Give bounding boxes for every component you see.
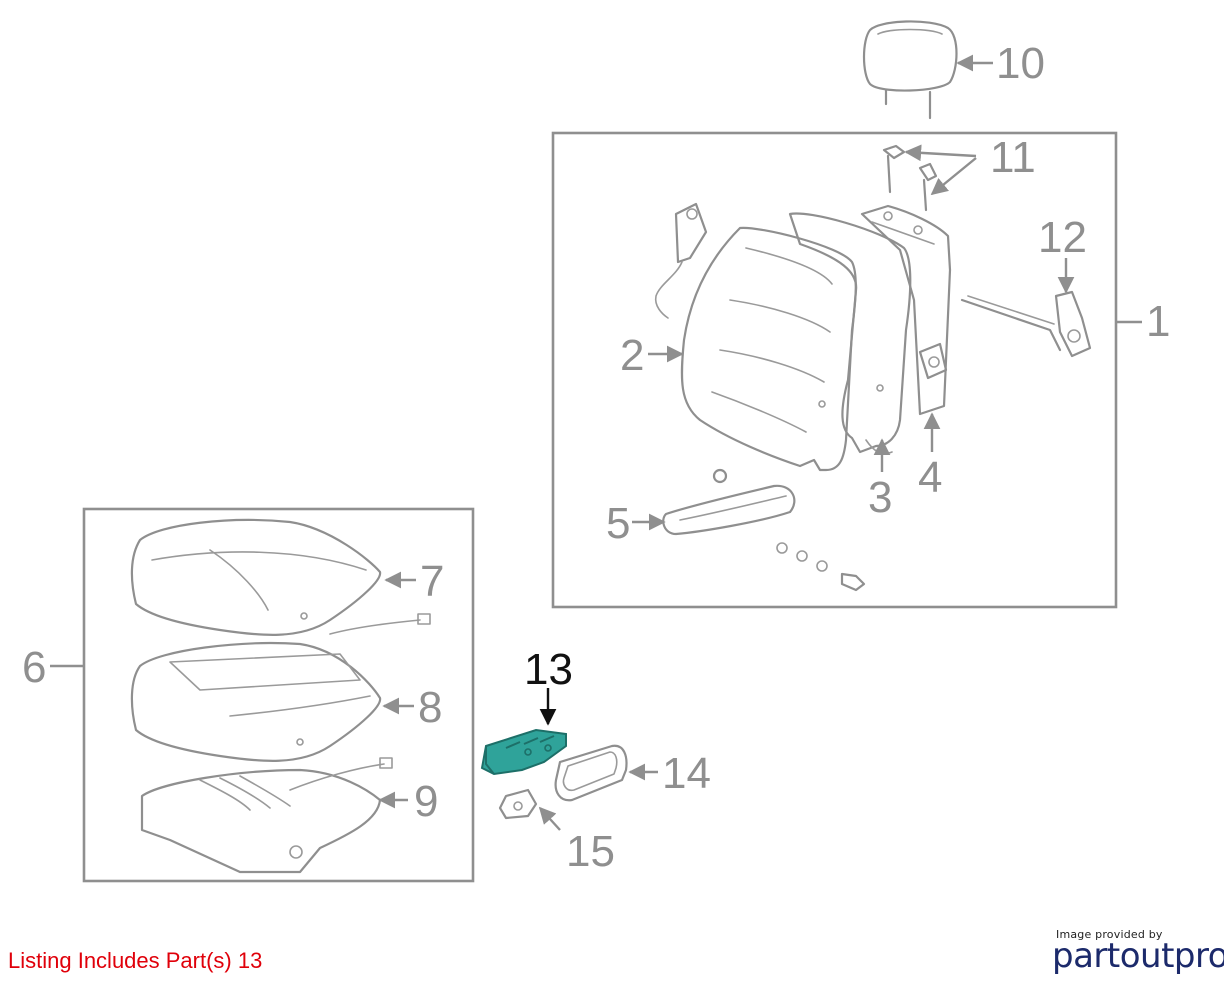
seat-switch-part [480, 728, 567, 776]
headrest-guide-part [882, 144, 938, 212]
callout-8: 8 [418, 683, 442, 732]
seat-cushion-pad-part [130, 642, 382, 762]
callout-11: 11 [990, 133, 1036, 182]
lumbar-motor-part [960, 290, 1092, 358]
callout-13: 13 [524, 645, 573, 694]
image-credit-text: Image provided by [1056, 928, 1163, 941]
callout-14: 14 [662, 749, 711, 798]
callout-7: 7 [420, 557, 444, 606]
listing-note: Listing Includes Part(s) 13 [8, 948, 263, 973]
leader-lines [50, 54, 1142, 831]
callout-1: 1 [1146, 297, 1170, 346]
recliner-motor-part [654, 202, 708, 319]
callout-10: 10 [996, 39, 1045, 88]
seat-cushion-frame-part [140, 757, 393, 874]
callout-4: 4 [918, 453, 942, 502]
callout-15: 15 [566, 827, 615, 876]
callout-6: 6 [22, 643, 46, 692]
callout-3: 3 [868, 473, 892, 522]
brand-part2: pro [1173, 936, 1224, 976]
knob-part [498, 788, 538, 820]
seat-back-cover-part [680, 226, 857, 472]
seat-cushion-group-box [82, 507, 475, 883]
callout-5: 5 [606, 499, 630, 548]
switch-bezel-part [554, 744, 628, 802]
seat-back-group-box [551, 131, 1118, 609]
partoutpro-logo: partoutpro [1052, 936, 1224, 976]
seat-cushion-cover-part [130, 518, 431, 636]
brand-part1: partout [1052, 936, 1174, 976]
armrest-part [662, 468, 866, 592]
seat-back-frame-part [860, 204, 952, 416]
callout-9: 9 [414, 777, 438, 826]
headrest-part [862, 20, 958, 120]
seat-back-pad-part [788, 212, 912, 455]
callout-12: 12 [1038, 213, 1087, 262]
callout-2: 2 [620, 331, 644, 380]
